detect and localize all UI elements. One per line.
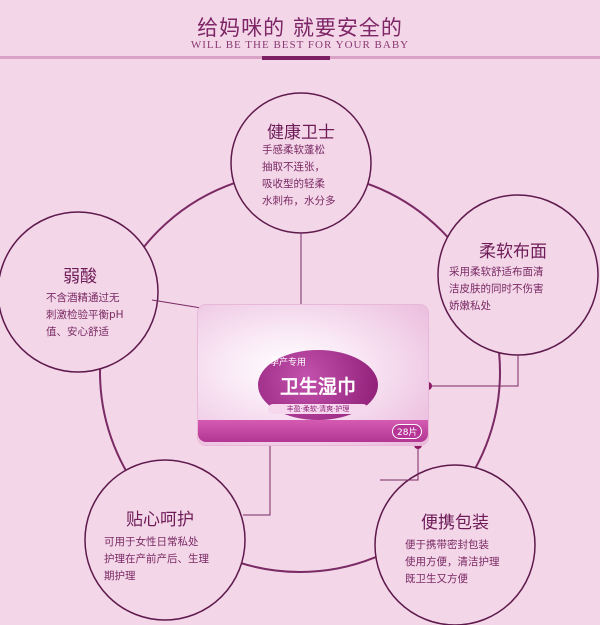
feature-body-acid: 不含酒精通过无 刺激检验平衡pH 值、安心舒适 — [46, 292, 124, 338]
page-subtitle: WILL BE THE BEST FOR YOUR BABY — [190, 39, 410, 51]
feature-title-portable: 便携包装 — [421, 513, 489, 533]
product-count: 28片 — [392, 424, 423, 439]
feature-title-acid: 弱酸 — [63, 267, 97, 287]
feature-body-soft: 采用柔软舒适布面清 洁皮肤的同时不伤害 娇嫩私处 — [449, 266, 544, 312]
feature-title-health: 健康卫士 — [267, 123, 335, 143]
feature-body-health: 手感柔软蓬松 抽取不连张， 吸收型的轻柔 水刺布，水分多 — [262, 144, 336, 207]
product-sub: 丰盈·柔软·清爽·护理 — [268, 404, 368, 414]
circle-left — [0, 211, 159, 373]
feature-body-portable: 便于携带密封包装 使用方便，清洁护理 既卫生又方便 — [405, 539, 500, 585]
feature-title-soft: 柔软布面 — [479, 242, 547, 262]
feature-title-care: 贴心呵护 — [126, 510, 194, 530]
feature-body-care: 可用于女性日常私处 护理在产前产后、生理 期护理 — [104, 536, 209, 582]
product-tag: 孕产专用 — [270, 358, 307, 368]
circle-bottom-right — [374, 464, 536, 625]
header-divider-accent — [262, 56, 330, 60]
product-band — [198, 420, 428, 442]
page-title: 给妈咪的 就要安全的 — [197, 16, 403, 40]
circle-bottom-left — [84, 459, 246, 621]
product-name: 卫生湿巾 — [279, 376, 356, 398]
